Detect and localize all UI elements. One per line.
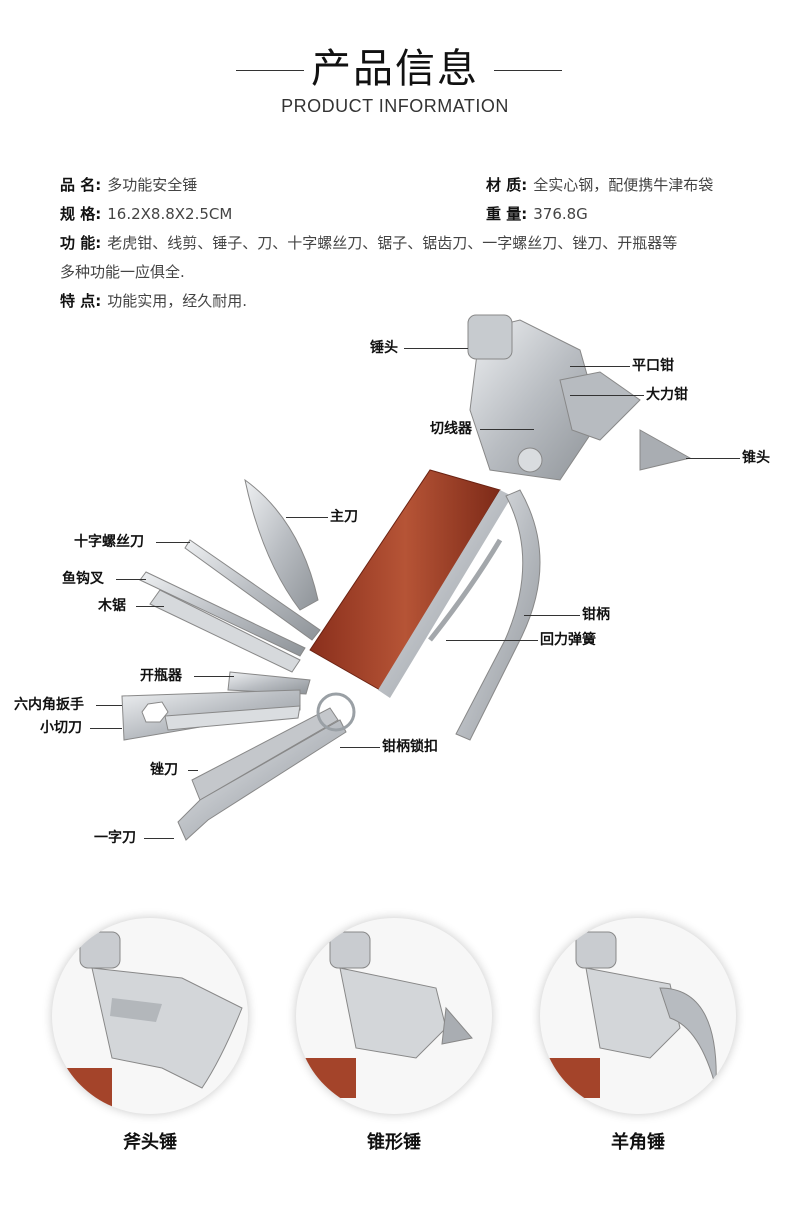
axe-hammer-icon	[52, 931, 243, 1108]
leader-main-knife	[286, 517, 328, 518]
callout-locking-pliers: 大力钳	[646, 387, 688, 403]
claw-hammer-icon	[540, 931, 717, 1098]
hex-hole	[141, 701, 169, 723]
weight-value: 376.8G	[533, 205, 588, 223]
callout-return-spring: 回力弹簧	[540, 632, 596, 648]
callout-cross-screwdriver: 十字螺丝刀	[74, 534, 144, 550]
leader-handle-lock	[340, 747, 380, 748]
spec-label: 规 格:	[60, 205, 102, 223]
leader-flat-pliers	[570, 366, 630, 367]
callout-main-knife: 主刀	[330, 509, 358, 525]
variant-cone-hammer-photo	[296, 918, 492, 1114]
callout-handle-lock: 钳柄锁扣	[382, 739, 438, 755]
variant-label-axe-hammer: 斧头锤	[123, 1132, 177, 1153]
callout-cone-head: 锥头	[742, 450, 770, 466]
callout-flat-blade: 一字刀	[94, 830, 136, 846]
title-rule-right	[494, 70, 562, 71]
multitool-illustration	[121, 314, 692, 841]
material-value: 全实心钢，配便携牛津布袋	[533, 176, 714, 194]
plier-handle	[455, 489, 541, 741]
page-subtitle: PRODUCT INFORMATION	[281, 96, 509, 116]
material-label: 材 质:	[486, 176, 528, 194]
title-rule-left	[236, 70, 304, 71]
hammer-face	[467, 314, 513, 360]
function-label: 功 能:	[60, 234, 102, 252]
lock-ring	[316, 692, 356, 732]
callout-fish-hook: 鱼钩叉	[62, 571, 104, 587]
cone-tip	[639, 429, 692, 471]
callout-hex-wrench: 六内角扳手	[14, 697, 84, 713]
spec-value: 16.2X8.8X2.5CM	[107, 205, 233, 223]
leader-hammer-head	[404, 348, 468, 349]
weight-label: 重 量:	[486, 205, 528, 223]
return-spring	[428, 538, 503, 642]
cross-screwdriver-tool	[184, 539, 321, 641]
info-material: 材 质: 全实心钢，配便携牛津布袋	[486, 175, 713, 195]
info-feature: 特 点: 功能实用，经久耐用.	[60, 291, 247, 311]
variant-label-cone-hammer: 锥形锤	[367, 1132, 421, 1153]
feature-value: 功能实用，经久耐用.	[107, 292, 248, 310]
small-knife-tool	[164, 705, 301, 731]
leader-hex-wrench	[96, 705, 122, 706]
leader-fish-hook	[116, 579, 146, 580]
function-value-line1: 老虎钳、线剪、锤子、刀、十字螺丝刀、锯子、锯齿刀、一字螺丝刀、锉刀、开瓶器等	[107, 234, 678, 252]
info-spec: 规 格: 16.2X8.8X2.5CM	[60, 204, 232, 224]
leader-wire-cutter	[480, 429, 534, 430]
file-tool	[191, 707, 339, 801]
leader-locking-pliers	[570, 395, 644, 396]
handle-steel-liner	[378, 490, 512, 698]
fish-hook-tool	[139, 571, 306, 657]
callout-wire-cutter: 切线器	[430, 421, 472, 437]
plier-jaw	[559, 371, 641, 441]
leader-small-knife	[90, 728, 122, 729]
bottle-opener-tool	[227, 671, 311, 695]
pivot-bolt	[517, 447, 543, 473]
info-weight: 重 量: 376.8G	[486, 204, 588, 224]
leader-bottle-opener	[194, 676, 234, 677]
name-value: 多功能安全锤	[107, 176, 198, 194]
info-name: 品 名: 多功能安全锤	[60, 175, 197, 195]
callout-flat-pliers: 平口钳	[632, 358, 674, 374]
variant-axe-hammer-photo	[52, 918, 248, 1114]
variant-label-claw-hammer: 羊角锤	[611, 1132, 665, 1153]
callout-small-knife: 小切刀	[40, 720, 82, 736]
wood-saw-tool	[149, 589, 301, 673]
leader-wood-saw	[136, 606, 164, 607]
hammer-head-body	[469, 319, 601, 481]
name-label: 品 名:	[60, 176, 102, 194]
page-title: 产品信息	[311, 46, 479, 92]
leader-plier-handle	[524, 615, 580, 616]
callout-file: 锉刀	[150, 762, 178, 778]
info-function-cont: 多种功能一应俱全.	[60, 262, 185, 282]
leader-cross-screwdriver	[156, 542, 190, 543]
leader-file	[188, 770, 198, 771]
leader-return-spring	[446, 640, 538, 641]
leader-cone-head	[686, 458, 740, 459]
cone-hammer-icon	[296, 931, 473, 1098]
callout-bottle-opener: 开瓶器	[140, 668, 182, 684]
leader-flat-blade	[144, 838, 174, 839]
flat-blade-tool	[177, 719, 347, 841]
variant-claw-hammer-photo	[540, 918, 736, 1114]
callout-plier-handle: 钳柄	[582, 607, 610, 623]
info-function: 功 能: 老虎钳、线剪、锤子、刀、十字螺丝刀、锯子、锯齿刀、一字螺丝刀、锉刀、开瓶…	[60, 233, 677, 253]
main-knife-blade	[244, 478, 319, 611]
callout-hammer-head: 锤头	[370, 340, 398, 356]
function-value-line2: 多种功能一应俱全.	[60, 263, 185, 281]
feature-label: 特 点:	[60, 292, 102, 310]
callout-wood-saw: 木锯	[98, 598, 126, 614]
